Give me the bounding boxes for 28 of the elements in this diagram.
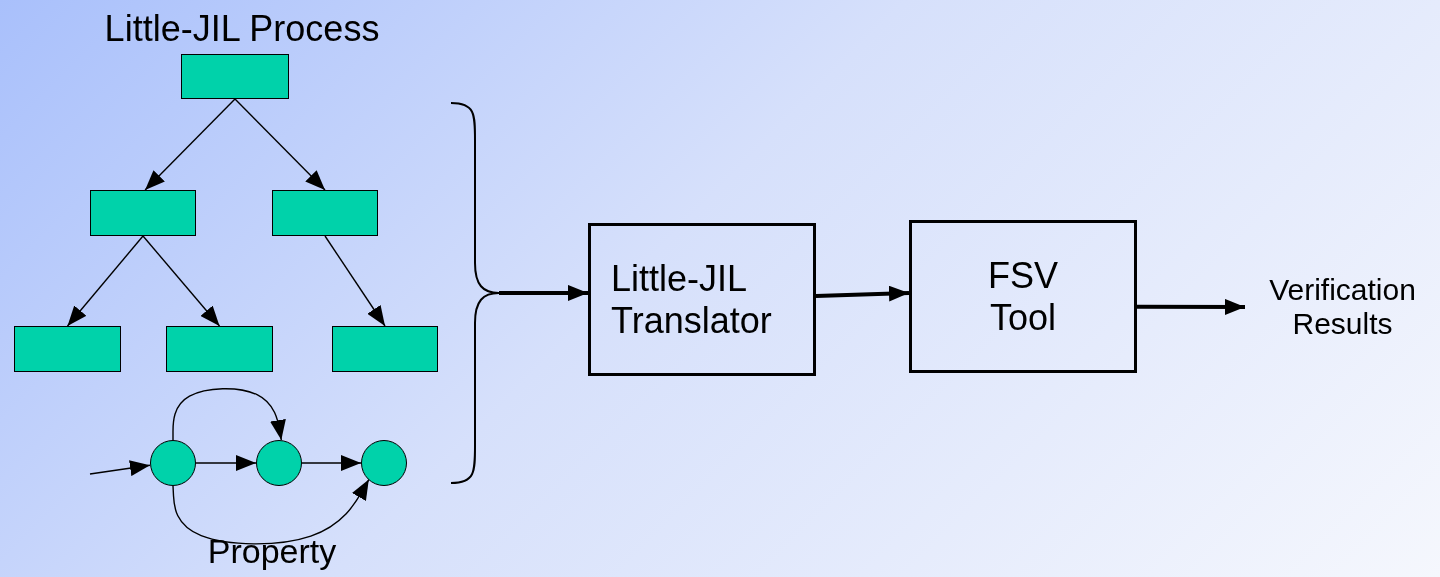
- arrow: [89, 459, 151, 476]
- arrow: [172, 478, 370, 545]
- arrow: [499, 284, 588, 301]
- arrow: [324, 235, 386, 327]
- diagram-heading: Little-JIL Process: [104, 8, 380, 50]
- arrow: [234, 98, 326, 191]
- arrow: [172, 388, 287, 441]
- step-box: [332, 326, 438, 372]
- state-circle: [150, 440, 196, 486]
- state-circle: [361, 440, 407, 486]
- step-box: [272, 190, 378, 236]
- box-label: FSV Tool: [987, 255, 1059, 338]
- step-box: [14, 326, 121, 372]
- arrow: [66, 235, 144, 327]
- state-circle: [256, 440, 302, 486]
- step-box: [166, 326, 273, 372]
- arrow: [195, 455, 257, 471]
- arrow: [142, 235, 221, 327]
- result-label: Verification Results: [1268, 272, 1417, 342]
- caption-label: Property: [207, 532, 337, 571]
- step-box: [90, 190, 196, 236]
- arrow: [815, 285, 910, 302]
- arrow: [301, 455, 362, 471]
- curly-brace: [451, 102, 499, 484]
- step-box: [181, 54, 289, 99]
- box-label: Little-JIL Translator: [611, 258, 773, 341]
- arrow: [1137, 298, 1245, 315]
- arrow: [144, 98, 236, 191]
